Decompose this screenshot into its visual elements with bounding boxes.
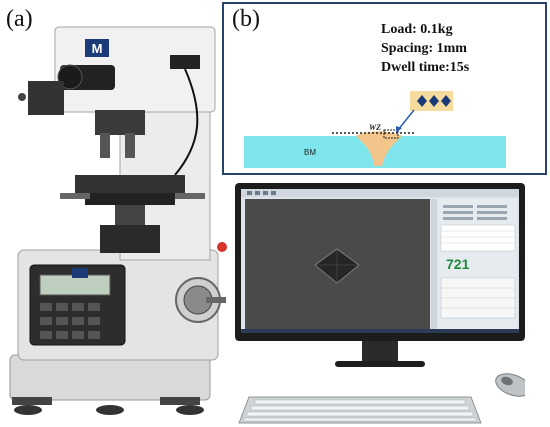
svg-text:M: M [92,41,103,56]
base-metal-label: BM [304,148,316,157]
panel-b-label: (b) [232,6,260,32]
indentation-schematic: (b) Load: 0.1kg Spacing: 1mm Dwell time:… [222,2,547,175]
weld-zone-label: WZ [369,123,381,132]
indent-marker [441,95,451,107]
indent-markers [417,95,451,107]
spacing-parameter: Spacing: 1mm [381,41,467,56]
indent-marker [417,95,427,107]
computer-monitor [235,183,525,424]
indent-marker [429,95,439,107]
zoom-box [383,129,399,139]
hardness-readout: 721 [446,256,470,272]
test-parameters: Load: 0.1kg Spacing: 1mm Dwell time:15s [381,20,469,77]
weld-cross-section [244,91,506,168]
weld-zone-region [356,131,402,166]
panel-a-label: (a) [6,6,33,32]
dwell-time-parameter: Dwell time:15s [381,60,470,75]
load-parameter: Load: 0.1kg [381,22,453,37]
microhardness-tester: M [9,26,227,415]
zoom-arrow [397,109,415,131]
